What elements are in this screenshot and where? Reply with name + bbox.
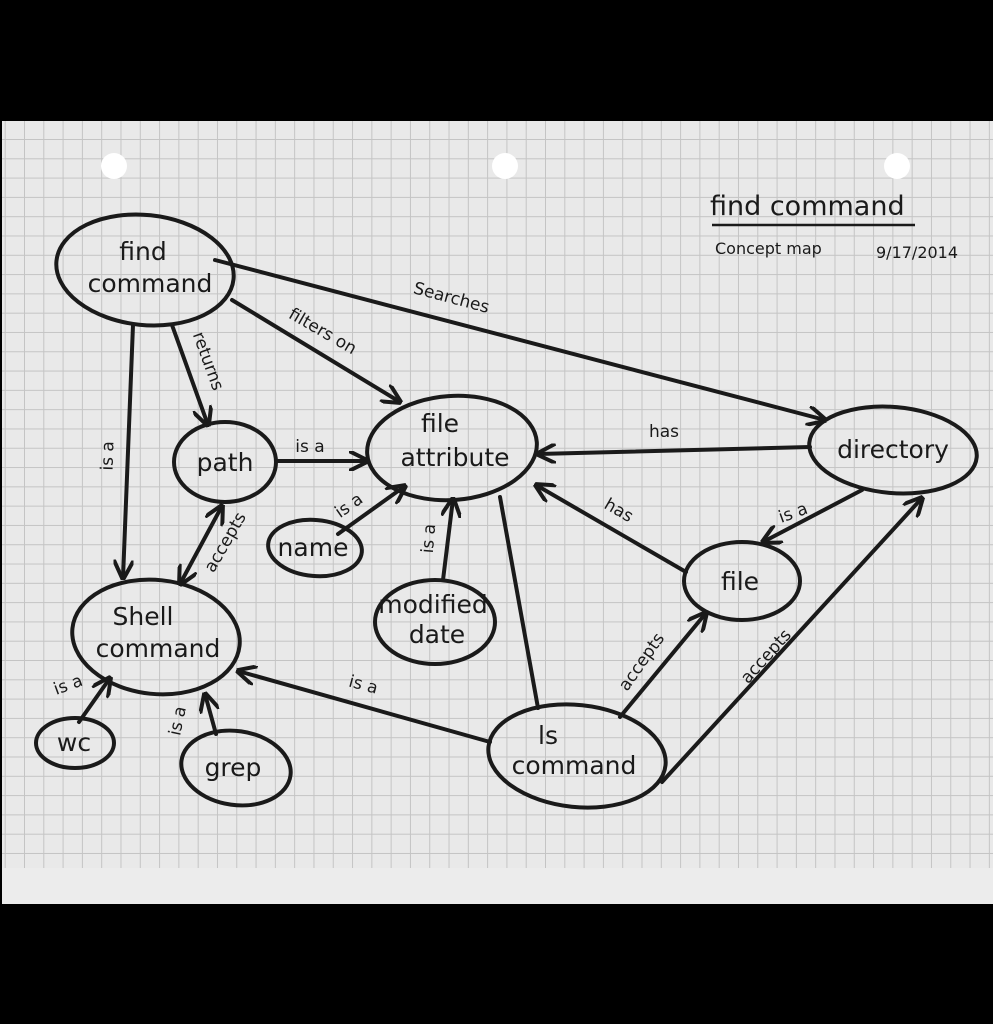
edge-label-directory-has: has (649, 422, 679, 442)
node-label: file (721, 567, 759, 596)
node-path: path (172, 420, 278, 504)
edge-label-ls-accepts-file: accepts (615, 629, 669, 695)
edge-wc-isa-shell (77, 678, 110, 724)
edge-find-filters-on-attribute (230, 298, 400, 402)
binder-hole (101, 153, 127, 179)
node-label: command (88, 269, 213, 298)
node-ls-command: ls command (486, 702, 668, 810)
edge-grep-isa-shell (205, 694, 216, 736)
binder-hole (492, 153, 518, 179)
edge-directory-has-attribute (538, 447, 812, 454)
node-grep: grep (179, 728, 293, 808)
edge-label-file-has: has (600, 494, 636, 526)
edge-label-searches: Searches (411, 278, 491, 317)
edge-label-path-isa: is a (295, 437, 324, 457)
node-shell-command: Shell command (70, 577, 242, 697)
edge-file-isa-directory (763, 488, 864, 542)
edge-label-grep-isa: is a (165, 704, 191, 737)
edge-find-returns-path (170, 323, 208, 425)
edge-ls-isa-shell (238, 671, 492, 744)
edge-attribute-ls (498, 495, 540, 710)
edge-find-searches-directory (213, 258, 825, 420)
node-label: ls (538, 721, 558, 750)
node-label: date (409, 620, 465, 649)
node-label: modified (378, 590, 487, 619)
edge-label-wc-isa: is a (51, 671, 85, 700)
node-label: command (512, 751, 637, 780)
edge-shell-accepts-path (180, 506, 222, 584)
edge-label-file-isa: is a (776, 499, 810, 528)
map-title: find command (710, 191, 905, 222)
edge-label-ls-isa: is a (347, 672, 381, 699)
graph-paper (2, 121, 993, 904)
node-modified-date: modified date (373, 578, 497, 666)
node-label: Shell (113, 602, 174, 631)
edge-modified-isa-attribute (443, 499, 453, 582)
node-directory: directory (807, 404, 979, 496)
edge-file-has-attribute (536, 485, 688, 574)
node-label: file (421, 409, 459, 438)
edge-ls-accepts-file (618, 613, 706, 719)
node-label: command (96, 634, 221, 663)
node-label: grep (205, 753, 262, 782)
node-name: name (266, 517, 364, 579)
node-label: attribute (400, 443, 509, 472)
edge-ls-accepts-directory (660, 498, 922, 784)
node-label: wc (57, 728, 91, 757)
node-label: name (278, 533, 349, 562)
edge-label-filters-on: filters on (285, 304, 360, 359)
node-file-attribute: file attribute (365, 393, 539, 503)
node-label: path (197, 448, 254, 477)
edge-label-find-isa: is a (97, 441, 118, 471)
edge-label-modified-isa: is a (418, 523, 440, 554)
edge-label-shell-accepts: accepts (201, 509, 251, 576)
edge-name-isa-attribute (336, 486, 405, 536)
node-label: directory (837, 435, 949, 464)
node-find-command: find command (54, 212, 236, 328)
edge-label-ls-accepts-directory: accepts (737, 625, 796, 687)
node-file: file (682, 540, 802, 622)
edge-find-isa-shell (123, 323, 135, 578)
node-label: find (119, 237, 166, 266)
node-wc: wc (34, 716, 116, 770)
map-subtitle: Concept map (715, 239, 822, 258)
map-date: 9/17/2014 (876, 243, 958, 262)
binder-hole (884, 153, 910, 179)
